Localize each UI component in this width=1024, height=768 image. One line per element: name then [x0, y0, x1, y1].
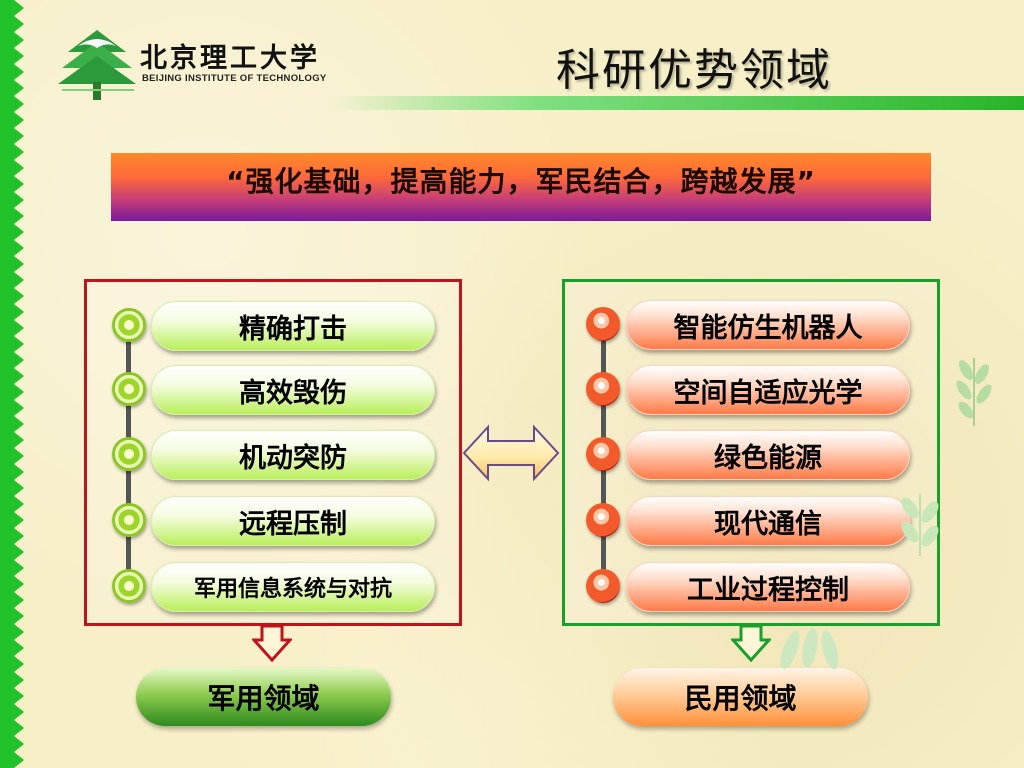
bullet-icon	[112, 372, 146, 406]
bullet-icon	[586, 569, 620, 603]
leaf-decoration-icon	[780, 628, 839, 670]
military-item: 机动突防	[151, 430, 435, 480]
logo-english-name: BEIJING INSTITUTE OF TECHNOLOGY	[142, 73, 327, 84]
civil-item: 绿色能源	[626, 430, 910, 480]
zigzag-border	[0, 0, 24, 768]
bullet-icon	[112, 437, 146, 471]
bullet-icon	[586, 307, 620, 341]
university-logo: 北京理工大学 BEIJING INSTITUTE OF TECHNOLOGY	[56, 28, 336, 102]
military-item: 军用信息系统与对抗	[151, 562, 435, 612]
leaf-decoration-icon	[956, 358, 992, 426]
military-item: 精确打击	[151, 301, 435, 351]
civil-domain-label: 民用领域	[613, 668, 868, 726]
page-title: 科研优势领域	[556, 45, 832, 96]
civil-item: 工业过程控制	[626, 562, 910, 612]
leaf-decoration-icon	[901, 494, 939, 556]
military-domain-label: 军用领域	[136, 668, 391, 726]
bullet-icon	[112, 503, 146, 537]
slogan-banner: “强化基础，提高能力，军民结合，跨越发展”	[111, 153, 931, 221]
tree-emblem-icon	[58, 30, 136, 100]
down-arrow-icon	[731, 624, 771, 663]
civil-item: 空间自适应光学	[626, 365, 910, 415]
header-divider	[330, 96, 1024, 110]
military-item: 远程压制	[151, 496, 435, 546]
bullet-icon	[586, 372, 620, 406]
military-item: 高效毁伤	[151, 365, 435, 415]
logo-chinese-name: 北京理工大学	[140, 43, 320, 74]
bullet-icon	[112, 569, 146, 603]
bullet-icon	[586, 503, 620, 537]
down-arrow-icon	[252, 624, 292, 663]
bullet-icon	[586, 437, 620, 471]
civil-item: 现代通信	[626, 496, 910, 546]
double-arrow-icon	[462, 424, 560, 482]
bullet-icon	[112, 308, 146, 342]
civil-item: 智能仿生机器人	[626, 300, 910, 350]
